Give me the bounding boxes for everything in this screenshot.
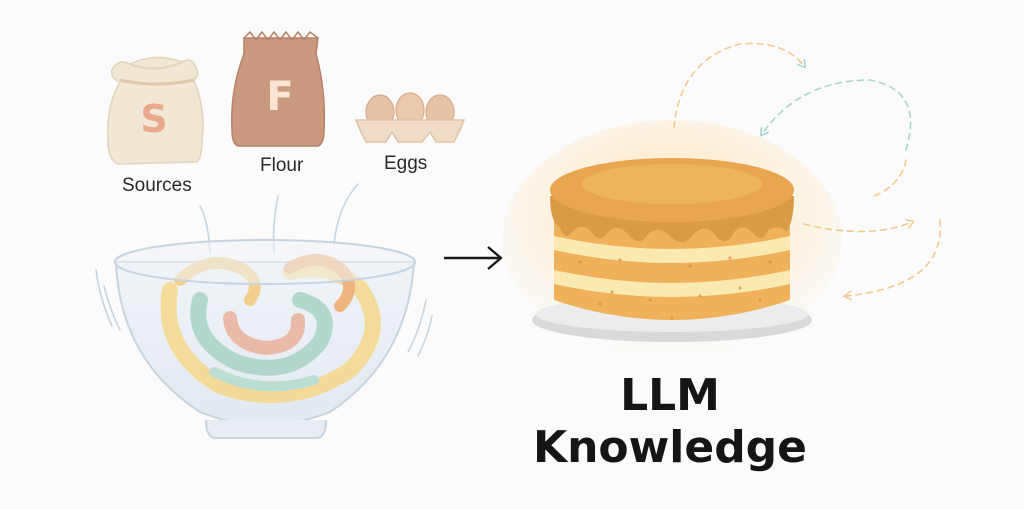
result-title-line1: LLM [620, 370, 720, 421]
egg-carton-icon [354, 92, 466, 143]
sources-label: Sources [122, 175, 192, 196]
arrow-right-icon [444, 246, 503, 270]
eggs-label: Eggs [384, 153, 428, 174]
result-title-line2: Knowledge [532, 422, 808, 473]
layer-cake-icon [502, 120, 842, 360]
feedback-arrows [673, 42, 942, 296]
sources-sack-icon: S [107, 56, 204, 165]
flour-sack-icon: F [231, 30, 326, 147]
mixing-bowl-icon [95, 239, 433, 439]
flour-label: Flour [260, 155, 304, 176]
sources-sack-letter: S [140, 97, 167, 141]
flour-sack-letter: F [266, 74, 293, 120]
